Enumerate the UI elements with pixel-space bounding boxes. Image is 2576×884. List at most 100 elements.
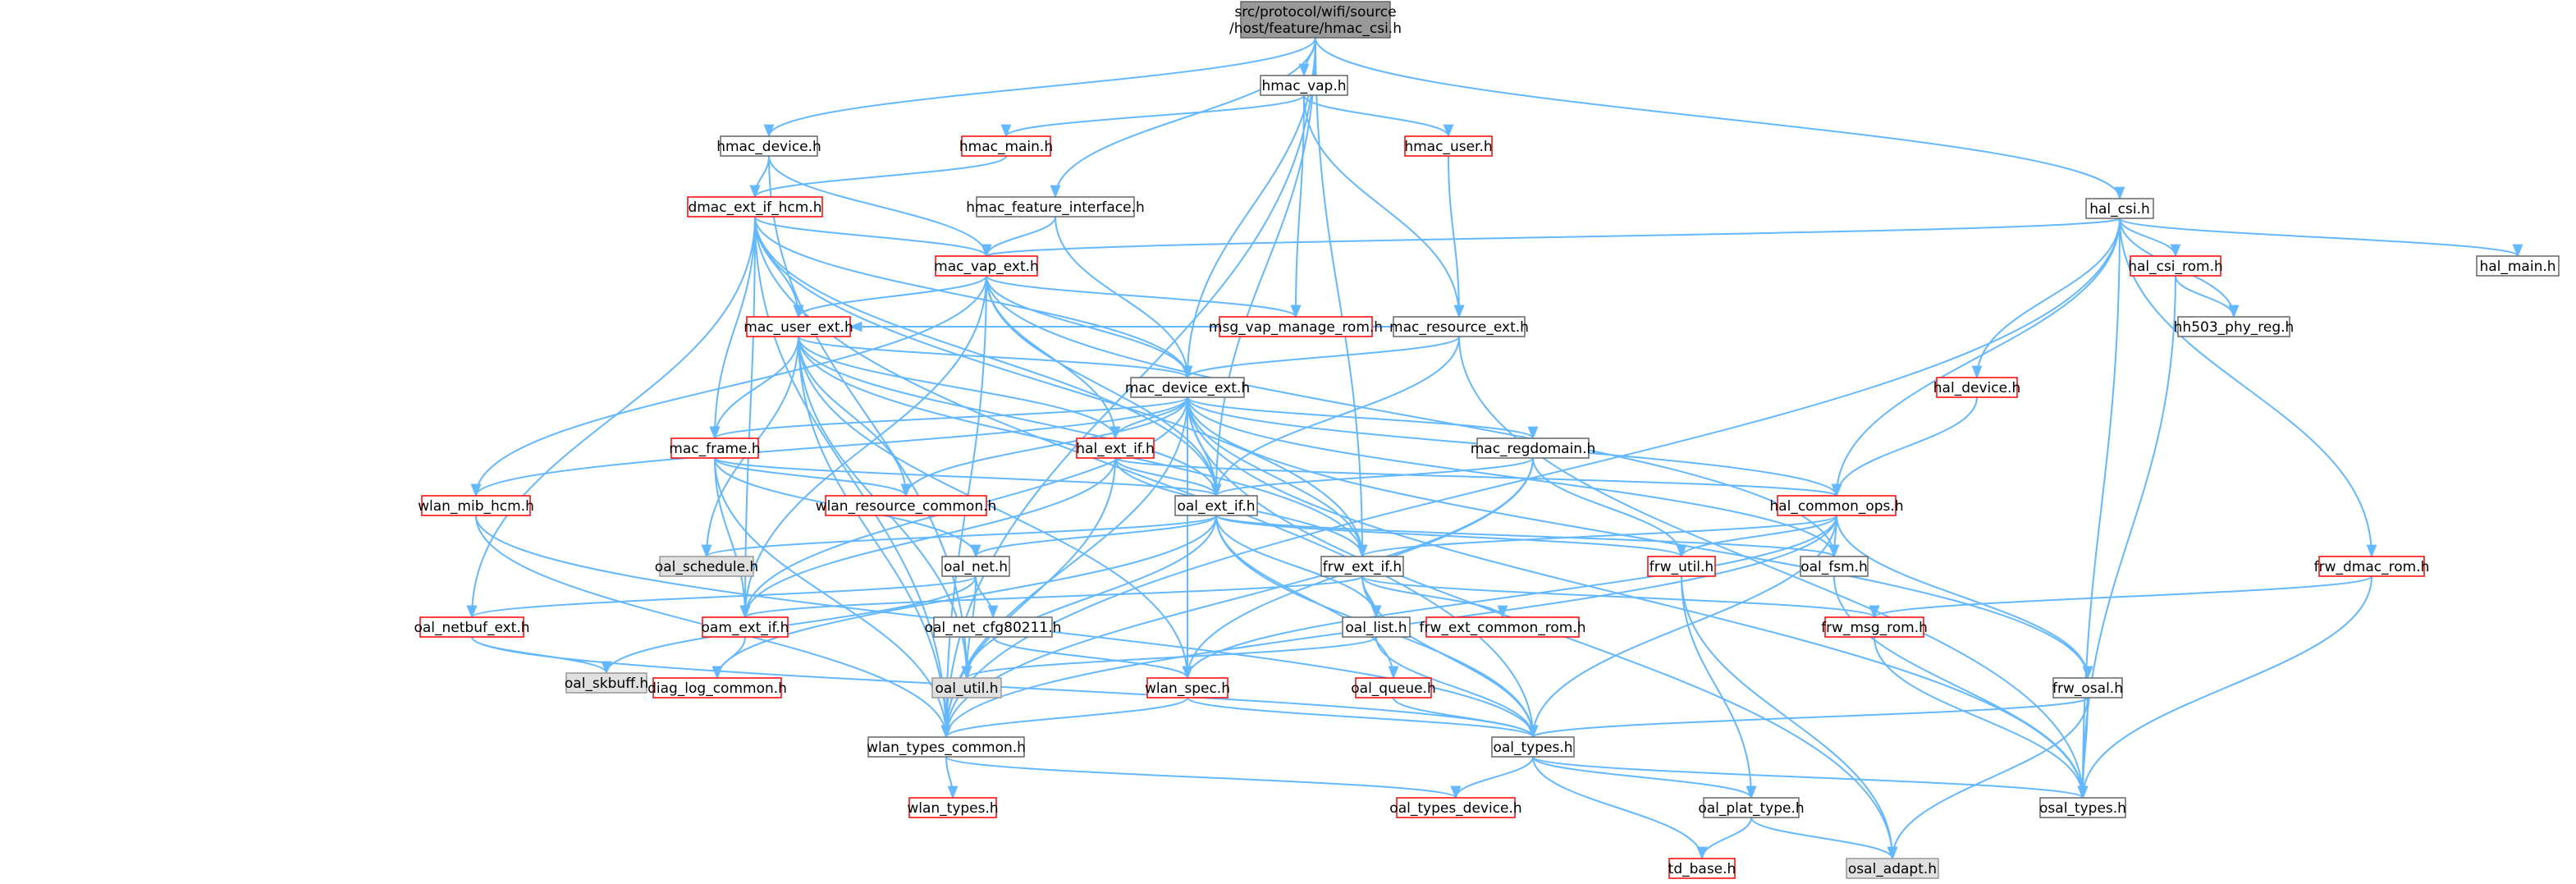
node-hh503_phy_reg[interactable]: hh503_phy_reg.h bbox=[2174, 316, 2295, 337]
node-oal_util[interactable]: oal_util.h bbox=[931, 677, 1002, 698]
node-hal_main[interactable]: hal_main.h bbox=[2476, 255, 2560, 277]
node-wlan_mib_hcm[interactable]: wlan_mib_hcm.h bbox=[418, 495, 534, 516]
node-mac_device_ext[interactable]: mac_device_ext.h bbox=[1125, 377, 1250, 398]
node-mac_regdomain[interactable]: mac_regdomain.h bbox=[1471, 437, 1596, 459]
edge-frw_ext_if-to-frw_msg_rom bbox=[1361, 575, 1879, 619]
edge-mac_user_ext-to-mac_device_ext bbox=[798, 336, 1193, 379]
node-mac_resource_ext[interactable]: mac_resource_ext.h bbox=[1389, 316, 1529, 337]
node-frw_ext_common_rom[interactable]: frw_ext_common_rom.h bbox=[1419, 616, 1586, 638]
node-label: frw_msg_rom.h bbox=[1821, 620, 1928, 636]
edge-dmac_ext_if_hcm-to-oal_netbuf_ext bbox=[466, 216, 756, 619]
node-wlan_types_common[interactable]: wlan_types_common.h bbox=[867, 736, 1026, 758]
node-hal_device[interactable]: hal_device.h bbox=[1933, 377, 2020, 398]
edge-frw_util-to-osal_adapt bbox=[1681, 575, 1898, 860]
node-hal_ext_if[interactable]: hal_ext_if.h bbox=[1076, 437, 1155, 459]
node-hal_common_ops[interactable]: hal_common_ops.h bbox=[1769, 495, 1904, 516]
node-dmac_ext_if_hcm[interactable]: dmac_ext_if_hcm.h bbox=[687, 196, 823, 218]
node-label: hmac_user.h bbox=[1404, 139, 1492, 155]
edge-hmac_feature_interface-to-mac_device_ext bbox=[1055, 216, 1193, 379]
node-label: oal_net_cfg80211.h bbox=[925, 620, 1062, 636]
node-hmac_vap[interactable]: hmac_vap.h bbox=[1260, 75, 1348, 96]
node-box bbox=[941, 556, 1010, 577]
node-box bbox=[720, 135, 818, 157]
node-td_base[interactable]: td_base.h bbox=[1668, 858, 1736, 879]
node-hal_csi[interactable]: hal_csi.h bbox=[2085, 198, 2154, 219]
node-osal_types[interactable]: osal_types.h bbox=[2039, 797, 2126, 818]
node-frw_msg_rom[interactable]: frw_msg_rom.h bbox=[1821, 616, 1928, 638]
node-mac_vap_ext[interactable]: mac_vap_ext.h bbox=[934, 255, 1039, 277]
node-hmac_user[interactable]: hmac_user.h bbox=[1404, 135, 1493, 157]
edge-mac_vap_ext-to-msg_vap_manage_rom bbox=[986, 275, 1302, 318]
edge-mac_device_ext-to-frw_osal bbox=[1187, 396, 2093, 680]
node-oal_ext_if[interactable]: oal_ext_if.h bbox=[1174, 495, 1258, 516]
edge-wlan_types_common-to-oal_types_device bbox=[945, 756, 1462, 799]
node-oal_net_cfg80211[interactable]: oal_net_cfg80211.h bbox=[925, 616, 1062, 638]
node-diag_log_common[interactable]: diag_log_common.h bbox=[647, 677, 787, 698]
node-frw_dmac_rom[interactable]: frw_dmac_rom.h bbox=[2314, 556, 2430, 577]
edge-oal_net-to-oal_net_cfg80211 bbox=[975, 575, 999, 619]
node-label: frw_dmac_rom.h bbox=[2314, 559, 2430, 575]
node-wlan_spec[interactable]: wlan_spec.h bbox=[1145, 677, 1230, 698]
edge-mac_frame-to-oam_ext_if bbox=[714, 457, 751, 619]
node-hmac_main[interactable]: hmac_main.h bbox=[959, 135, 1053, 157]
node-box bbox=[1476, 437, 1590, 459]
node-hmac_device[interactable]: hmac_device.h bbox=[716, 135, 821, 157]
node-oal_netbuf_ext[interactable]: oal_netbuf_ext.h bbox=[414, 616, 530, 638]
edge-frw_ext_if-to-oal_types bbox=[1361, 575, 1539, 739]
node-msg_vap_manage_rom[interactable]: msg_vap_manage_rom.h bbox=[1209, 316, 1383, 337]
node-frw_osal[interactable]: frw_osal.h bbox=[2052, 677, 2123, 698]
node-box bbox=[421, 495, 531, 516]
node-oal_plat_type[interactable]: oal_plat_type.h bbox=[1698, 797, 1805, 818]
edge-root-to-hal_csi bbox=[1315, 37, 2125, 200]
edge-hmac_vap-to-hmac_user bbox=[1303, 94, 1454, 138]
node-wlan_resource_common[interactable]: wlan_resource_common.h bbox=[816, 495, 997, 516]
node-box bbox=[1393, 316, 1526, 337]
edge-wlan_spec-to-oal_types bbox=[1187, 697, 1539, 739]
node-label: hal_ext_if.h bbox=[1076, 441, 1154, 457]
node-oal_types[interactable]: oal_types.h bbox=[1491, 736, 1575, 758]
node-box bbox=[1491, 736, 1575, 758]
node-frw_util[interactable]: frw_util.h bbox=[1647, 556, 1716, 577]
node-label: hal_csi.h bbox=[2089, 201, 2150, 218]
edge-mac_resource_ext-to-mac_device_ext bbox=[1182, 336, 1460, 379]
edge-hal_csi-to-hal_common_ops bbox=[1831, 218, 2121, 497]
node-box bbox=[565, 672, 647, 694]
node-oal_list[interactable]: oal_list.h bbox=[1342, 616, 1411, 638]
edge-hal_common_ops-to-frw_osal bbox=[1836, 515, 2093, 680]
node-mac_user_ext[interactable]: mac_user_ext.h bbox=[744, 316, 853, 337]
node-oal_types_device[interactable]: oal_types_device.h bbox=[1389, 797, 1522, 818]
edge-oal_fsm-to-osal_types bbox=[1833, 575, 2089, 799]
node-root[interactable]: src/protocol/wifi/source/host/feature/hm… bbox=[1229, 1, 1402, 39]
node-label: hal_common_ops.h bbox=[1769, 498, 1903, 515]
node-oal_queue[interactable]: oal_queue.h bbox=[1351, 677, 1436, 698]
node-box bbox=[1824, 616, 1924, 638]
node-wlan_types[interactable]: wlan_types.h bbox=[907, 797, 999, 818]
node-oal_schedule[interactable]: oal_schedule.h bbox=[655, 556, 758, 577]
edge-mac_device_ext-to-wlan_mib_hcm bbox=[470, 396, 1188, 497]
edge-oal_types-to-osal_types bbox=[1532, 756, 2088, 799]
node-label: mac_device_ext.h bbox=[1125, 380, 1250, 396]
node-oam_ext_if[interactable]: oam_ext_if.h bbox=[702, 616, 789, 638]
node-oal_fsm[interactable]: oal_fsm.h bbox=[1800, 556, 1869, 577]
edge-mac_vap_ext-to-oal_ext_if bbox=[986, 275, 1222, 497]
edge-hmac_vap-to-hmac_main bbox=[1000, 94, 1305, 138]
node-oal_net[interactable]: oal_net.h bbox=[941, 556, 1010, 577]
edge-hmac_device-to-oal_util bbox=[768, 155, 972, 680]
edge-mac_regdomain-to-oal_ext_if bbox=[1210, 457, 1534, 497]
edge-oal_types-to-td_base bbox=[1532, 756, 1708, 860]
node-frw_ext_if[interactable]: frw_ext_if.h bbox=[1320, 556, 1404, 577]
node-oal_skbuff[interactable]: oal_skbuff.h bbox=[565, 672, 648, 694]
edge-frw_osal-to-osal_adapt bbox=[1887, 697, 2089, 860]
node-box bbox=[2052, 677, 2123, 698]
node-hal_csi_rom[interactable]: hal_csi_rom.h bbox=[2128, 255, 2223, 277]
node-box bbox=[908, 797, 997, 818]
edge-mac_regdomain-to-frw_util bbox=[1532, 457, 1687, 558]
edge-hmac_vap-to-msg_vap_manage_rom bbox=[1290, 94, 1305, 318]
edge-root-to-hmac_feature_interface bbox=[1050, 37, 1316, 199]
node-mac_frame[interactable]: mac_frame.h bbox=[669, 437, 761, 459]
node-label: hal_main.h bbox=[2479, 259, 2555, 275]
node-hmac_feature_interface[interactable]: hmac_feature_interface.h bbox=[966, 196, 1145, 218]
node-label: wlan_mib_hcm.h bbox=[418, 498, 534, 515]
node-osal_adapt[interactable]: osal_adapt.h bbox=[1846, 858, 1939, 879]
node-label: mac_frame.h bbox=[669, 441, 760, 457]
